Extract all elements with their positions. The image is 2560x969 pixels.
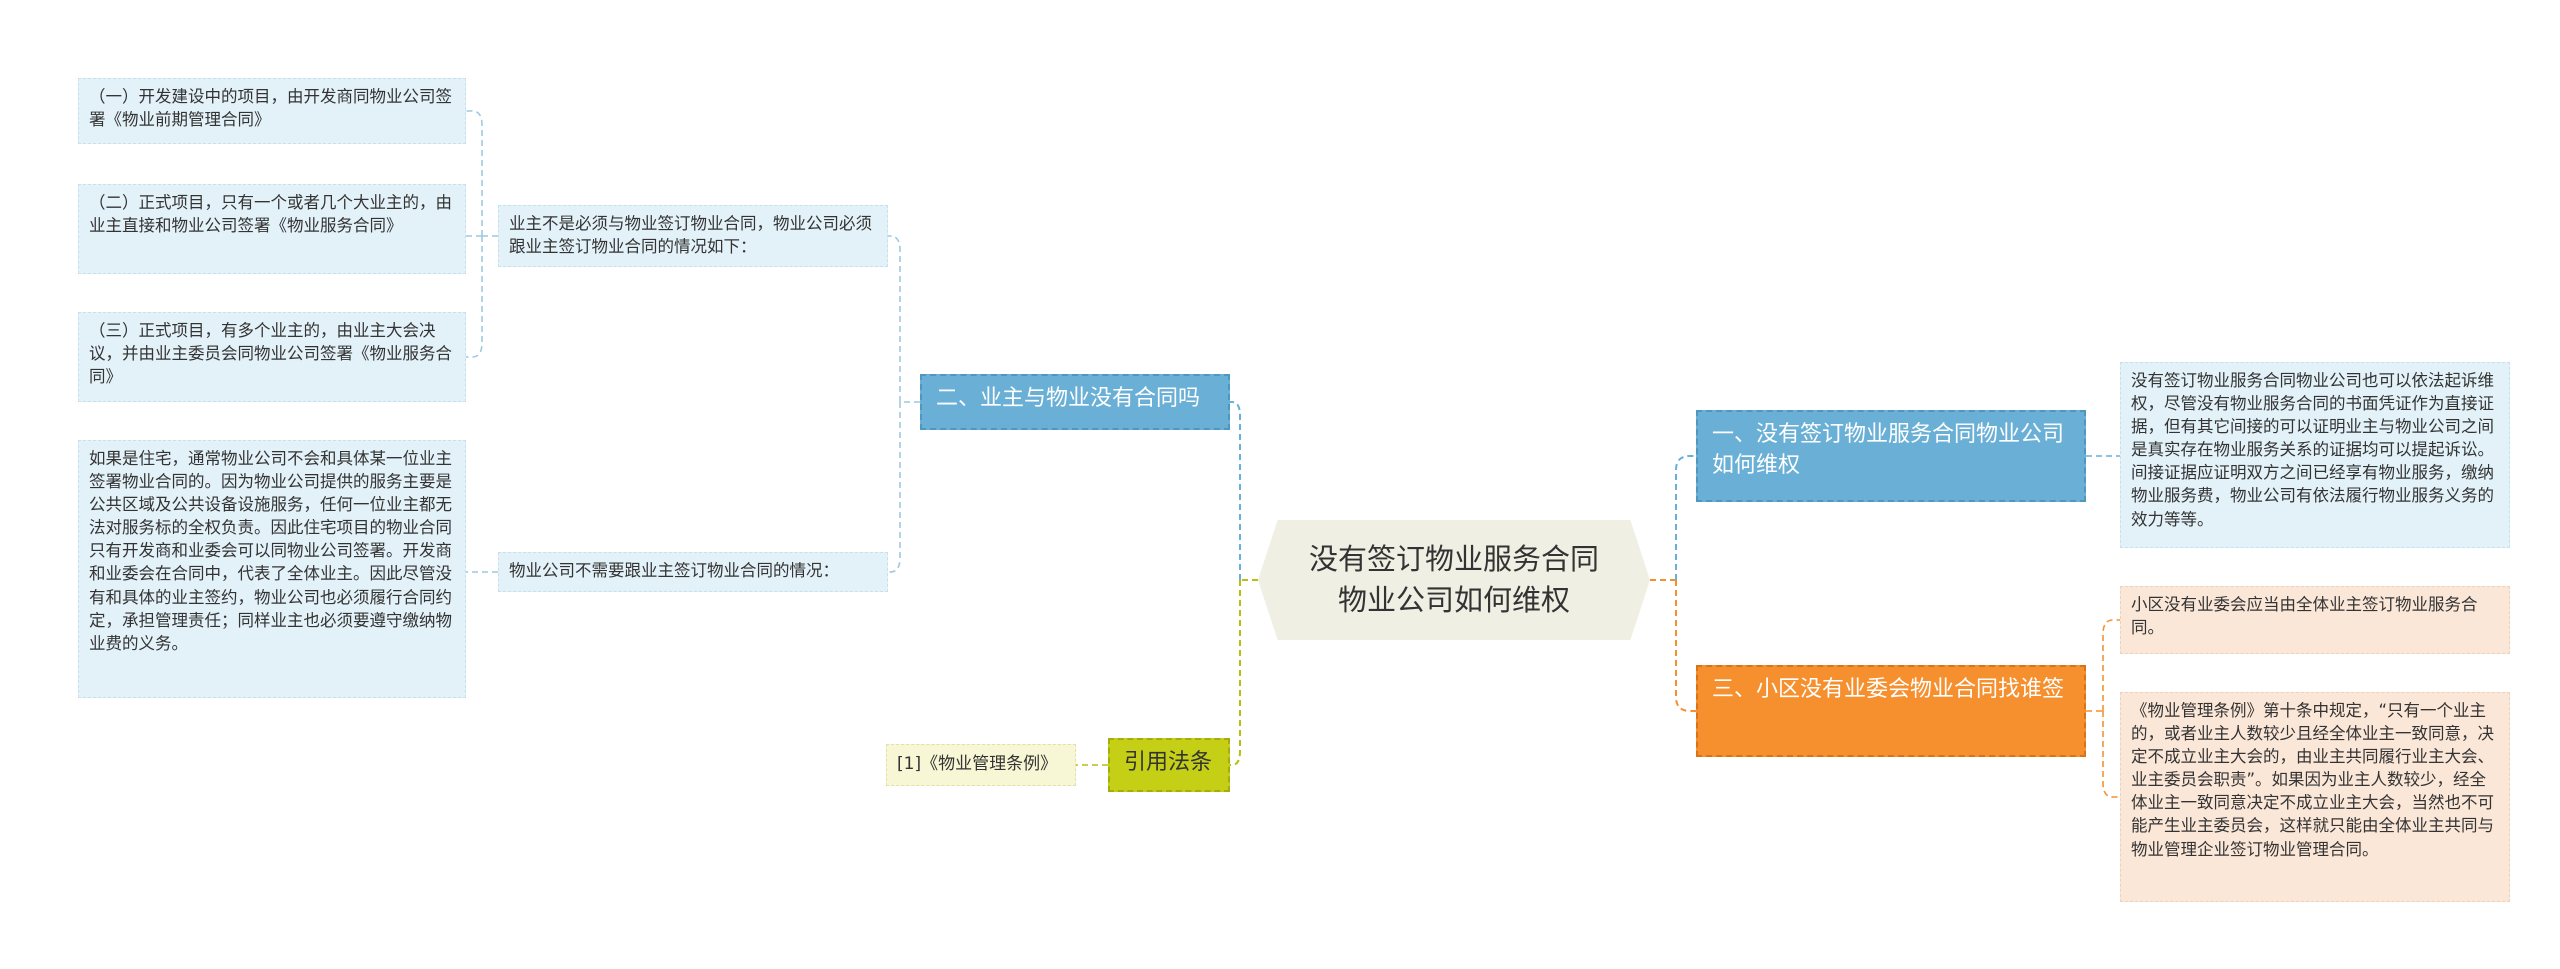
link-branch-3-to-leaf-1 [2102, 619, 2120, 711]
root-topic[interactable]: 没有签订物业服务合同物业公司如何维权 [1258, 520, 1650, 640]
leaf-cited-law-1[interactable]: [1]《物业管理条例》 [886, 744, 1076, 786]
leaf-must-sign-item-2[interactable]: （二）正式项目，只有一个或者几个大业主的，由业主直接和物业公司签署《物业服务合同… [78, 184, 466, 274]
branch-cited-laws-label: 引用法条 [1124, 750, 1213, 775]
leaf-must-sign-item-3[interactable]: （三）正式项目，有多个业主的，由业主大会决议，并由业主委员会同物业公司签署《物业… [78, 312, 466, 402]
link-root-to-branch-2 [1230, 401, 1241, 580]
link-sub-1-to-item-1 [466, 110, 483, 236]
branch-owner-property-contract-label: 二、业主与物业没有合同吗 [936, 386, 1201, 411]
link-branch-2-to-sub-1 [888, 235, 901, 402]
link-branch-3-to-leaf-2 [2102, 711, 2120, 798]
leaf-no-need-sign-item[interactable]: 如果是住宅，通常物业公司不会和具体某一位业主签署物业合同的。因为物业公司提供的服… [78, 440, 466, 698]
leaf-must-sign-cases[interactable]: 业主不是必须与物业签订物业合同，物业公司必须跟业主签订物业合同的情况如下： [498, 205, 888, 267]
link-root-to-branch-4 [1230, 580, 1241, 766]
link-root-to-branch-1 [1675, 455, 1696, 580]
leaf-committee-item-1[interactable]: 小区没有业委会应当由全体业主签订物业服务合同。 [2120, 586, 2510, 654]
leaf-no-need-sign-cases[interactable]: 物业公司不需要跟业主签订物业合同的情况： [498, 552, 888, 592]
leaf-committee-item-2[interactable]: 《物业管理条例》第十条中规定，“只有一个业主的，或者业主人数较少且经全体业主一致… [2120, 692, 2510, 902]
link-branch-2-to-sub-2 [888, 402, 901, 573]
link-sub-1-to-item-3 [466, 236, 483, 358]
link-root-to-branch-3 [1675, 580, 1696, 712]
root-title: 没有签订物业服务合同物业公司如何维权 [1308, 542, 1599, 617]
branch-no-committee-contract-label: 三、小区没有业委会物业合同找谁签 [1712, 677, 2065, 702]
branch-owner-property-contract[interactable]: 二、业主与物业没有合同吗 [920, 374, 1230, 430]
branch-no-committee-contract[interactable]: 三、小区没有业委会物业合同找谁签 [1696, 665, 2086, 757]
branch-no-contract-rights[interactable]: 一、没有签订物业服务合同物业公司如何维权 [1696, 410, 2086, 502]
branch-cited-laws[interactable]: 引用法条 [1108, 738, 1230, 792]
leaf-no-contract-rights-detail[interactable]: 没有签订物业服务合同物业公司也可以依法起诉维权，尽管没有物业服务合同的书面凭证作… [2120, 362, 2510, 548]
branch-no-contract-rights-label: 一、没有签订物业服务合同物业公司如何维权 [1712, 422, 2065, 478]
leaf-must-sign-item-1[interactable]: （一）开发建设中的项目，由开发商同物业公司签署《物业前期管理合同》 [78, 78, 466, 144]
